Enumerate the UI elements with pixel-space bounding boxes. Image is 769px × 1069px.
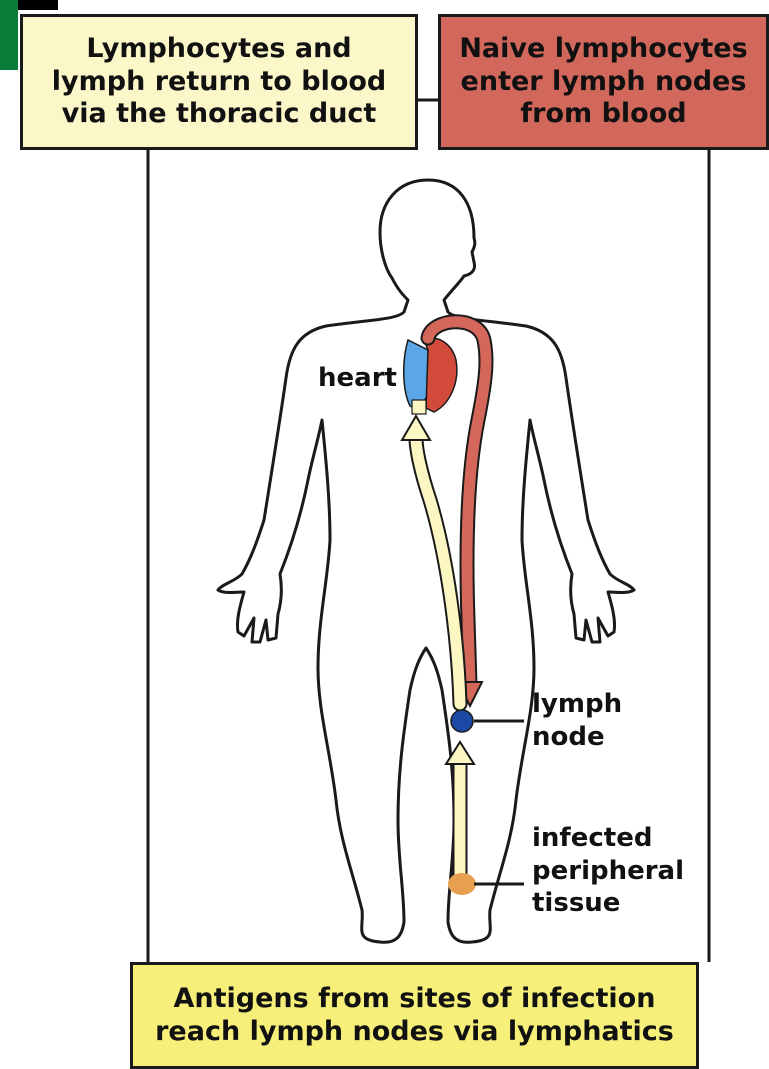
antigen-box: Antigens from sites of infection reach l… bbox=[130, 962, 699, 1069]
infected-tissue-label: infected peripheral tissue bbox=[532, 822, 684, 920]
heart-label: heart bbox=[318, 362, 397, 395]
infection-site-icon bbox=[448, 873, 476, 895]
lymph-node-label: lymph node bbox=[532, 688, 622, 753]
lymph-return-box: Lymphocytes and lymph return to blood vi… bbox=[20, 14, 418, 150]
lymph-node-icon bbox=[451, 710, 473, 732]
naive-lymphocytes-box: Naive lymphocytes enter lymph nodes from… bbox=[438, 14, 769, 150]
heart-base bbox=[412, 400, 426, 414]
